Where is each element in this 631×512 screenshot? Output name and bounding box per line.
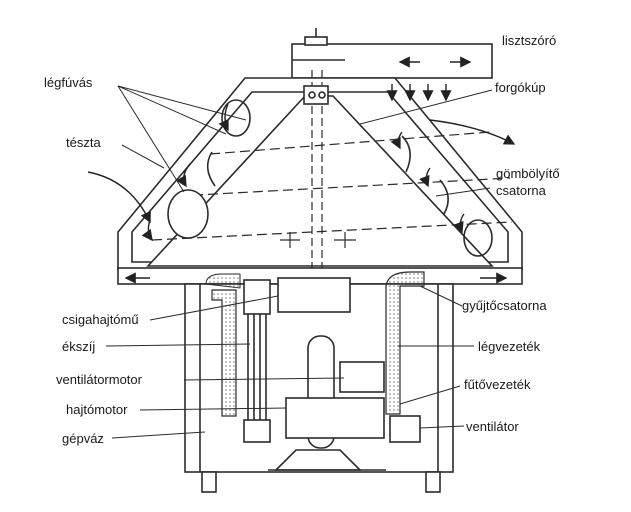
label-gepvaz: gépváz (62, 431, 104, 446)
air-ducts (205, 271, 425, 417)
label-csigahajtomu: csigahajtómű (62, 312, 139, 327)
fan-motor (339, 361, 385, 393)
label-gyujtocsatorna: gyűjtőcsatorna (462, 298, 547, 313)
label-teszta: tészta (66, 135, 101, 150)
leader-lines (105, 85, 493, 439)
wheel-left (201, 471, 217, 493)
flour-sprinkler-box (291, 43, 493, 79)
label-ventilatormotor: ventilátormotor (56, 372, 142, 387)
label-ekszij: ékszíj (62, 339, 96, 354)
label-futovezetek: fűtővezeték (464, 377, 531, 392)
v-belt (243, 279, 271, 443)
drive-motor (285, 397, 385, 439)
label-lisztszoro: lisztszóró (502, 33, 557, 48)
top-cap (304, 36, 328, 46)
label-gombolyito-line2: csatorna (496, 183, 546, 198)
label-forgokup: forgókúp (495, 80, 546, 95)
fan-unit (389, 415, 421, 443)
label-gombolyito-line1: gömbölyítő (496, 166, 560, 181)
wheel-right (425, 471, 441, 493)
label-hajtomotor: hajtómotor (66, 402, 128, 417)
label-legfuvas: légfúvás (44, 75, 93, 90)
label-legvezetek: légvezeték (478, 339, 541, 354)
rounding-channel (151, 131, 513, 241)
label-ventilator: ventilátor (466, 419, 519, 434)
flow-arrows (87, 56, 516, 284)
rotating-cone (146, 95, 494, 267)
worm-gear-box (277, 277, 351, 313)
central-shaft (311, 70, 323, 300)
